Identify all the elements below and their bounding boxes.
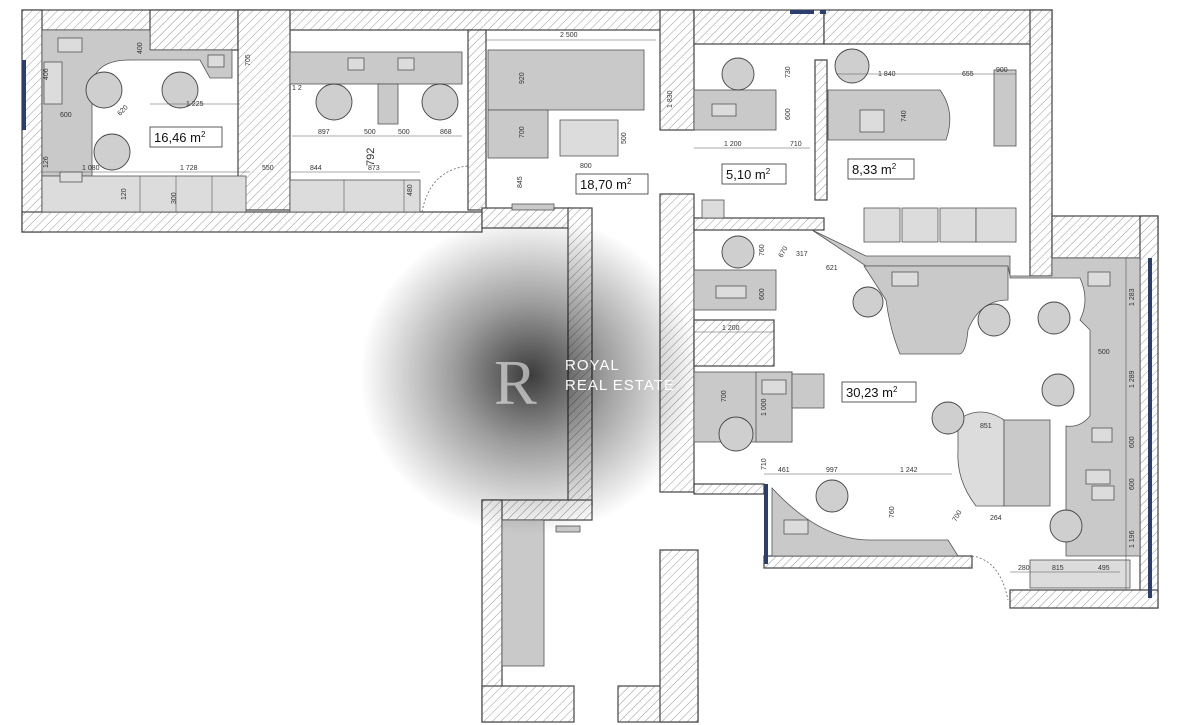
dim-label: 851	[980, 423, 992, 430]
dim-label: 815	[1052, 565, 1064, 572]
room-5-furniture	[693, 229, 1141, 601]
dim-label: 997	[826, 467, 838, 474]
dim-label: 406	[43, 68, 50, 80]
dim-label: 264	[990, 515, 1002, 522]
room-area-labels: 16,46 m2 18,70 m2 5,10 m2 8,33 m2 30,23 …	[149, 126, 917, 403]
dim-label: 1 196	[1129, 530, 1136, 548]
dim-label: 700	[952, 509, 964, 523]
dim-label: 500	[1098, 349, 1110, 356]
dim-label: 280	[1018, 565, 1030, 572]
dim-label: 600	[1129, 478, 1136, 490]
dim-label: 920	[519, 72, 526, 84]
room-5-area: 30,23 m2	[841, 381, 917, 403]
dim-label: 1 225	[186, 101, 204, 108]
dim-label: 800	[580, 163, 592, 170]
svg-text:16,46 m2: 16,46 m2	[154, 130, 206, 145]
dim-label: 897	[318, 129, 330, 136]
dim-label: 1 242	[900, 467, 918, 474]
dim-label: 740	[901, 110, 908, 122]
dimension-lines	[42, 39, 1127, 590]
dim-label: 495	[1098, 565, 1110, 572]
dim-label: 480	[407, 184, 414, 196]
dim-label: 844	[310, 165, 322, 172]
dim-label: 655	[962, 71, 974, 78]
dim-label: 300	[171, 192, 178, 204]
dim-label: 2 500	[560, 32, 578, 39]
dim-label: 1 830	[667, 90, 674, 108]
dim-label: 461	[778, 467, 790, 474]
dim-label: 670	[778, 245, 790, 259]
dim-label: 1 080	[82, 165, 100, 172]
room-2-furniture	[289, 51, 469, 213]
dim-label: 705	[245, 54, 252, 66]
dim-label: 600	[1129, 436, 1136, 448]
dim-label: 1 728	[180, 165, 198, 172]
dim-label: 1 283	[1129, 288, 1136, 306]
dim-label: 700	[519, 126, 526, 138]
svg-text:18,70 m2: 18,70 m2	[580, 177, 632, 192]
dim-label: 500	[364, 129, 376, 136]
dim-label: 500	[398, 129, 410, 136]
room-4-area: 8,33 m2	[847, 158, 915, 180]
room-2-area: 18,70 m2	[575, 173, 649, 195]
small-room-furniture	[693, 235, 777, 311]
dim-label: 760	[889, 506, 896, 518]
dim-label: 126	[43, 156, 50, 168]
dim-label: 900	[996, 67, 1008, 74]
watermark-glow	[360, 215, 700, 535]
dim-label: 550	[262, 165, 274, 172]
dim-label: 868	[440, 129, 452, 136]
dim-label: 710	[790, 141, 802, 148]
dim-label: 1 289	[1129, 370, 1136, 388]
dim-label: 873	[368, 165, 380, 172]
dim-label: 600	[785, 108, 792, 120]
watermark-brand-line2: REAL ESTATE	[565, 377, 675, 394]
svg-text:30,23 m2: 30,23 m2	[846, 385, 898, 400]
dim-label: 400	[137, 42, 144, 54]
dim-label: 1 840	[878, 71, 896, 78]
lounge-furniture	[487, 49, 645, 211]
dim-label: 600	[759, 288, 766, 300]
dim-label: 600	[60, 112, 72, 119]
dim-label: 760	[759, 244, 766, 256]
dim-label: 500	[621, 132, 628, 144]
corridor-furniture	[501, 519, 581, 667]
watermark: R ROYAL REAL ESTATE	[360, 215, 700, 535]
room-1-furniture	[41, 29, 247, 213]
dim-label: 1 2	[292, 85, 302, 92]
dim-label: 792	[365, 148, 377, 166]
room-3-furniture	[693, 57, 777, 219]
room-3-area: 5,10 m2	[721, 163, 787, 185]
room-1-area: 16,46 m2	[149, 126, 223, 148]
room-4-furniture	[827, 48, 1017, 243]
dim-label: 845	[517, 176, 524, 188]
watermark-logo-letter: R	[494, 347, 537, 418]
svg-text:8,33 m2: 8,33 m2	[852, 162, 897, 177]
dim-label: 1 000	[761, 398, 768, 416]
windows	[22, 10, 1152, 598]
dim-label: 317	[796, 251, 808, 258]
dim-label: 710	[761, 458, 768, 470]
dim-label: 1 200	[722, 325, 740, 332]
dim-label: 120	[121, 188, 128, 200]
dim-label: 1 200	[724, 141, 742, 148]
dimension-labels: 406 600 126 1 080 400 705 620 1 225 1 72…	[43, 32, 1136, 572]
dim-label: 621	[826, 265, 838, 272]
dim-label: 700	[721, 390, 728, 402]
dim-label: 730	[785, 66, 792, 78]
svg-text:5,10 m2: 5,10 m2	[726, 167, 771, 182]
watermark-brand-line1: ROYAL	[565, 357, 620, 374]
dim-label: 620	[116, 104, 129, 117]
